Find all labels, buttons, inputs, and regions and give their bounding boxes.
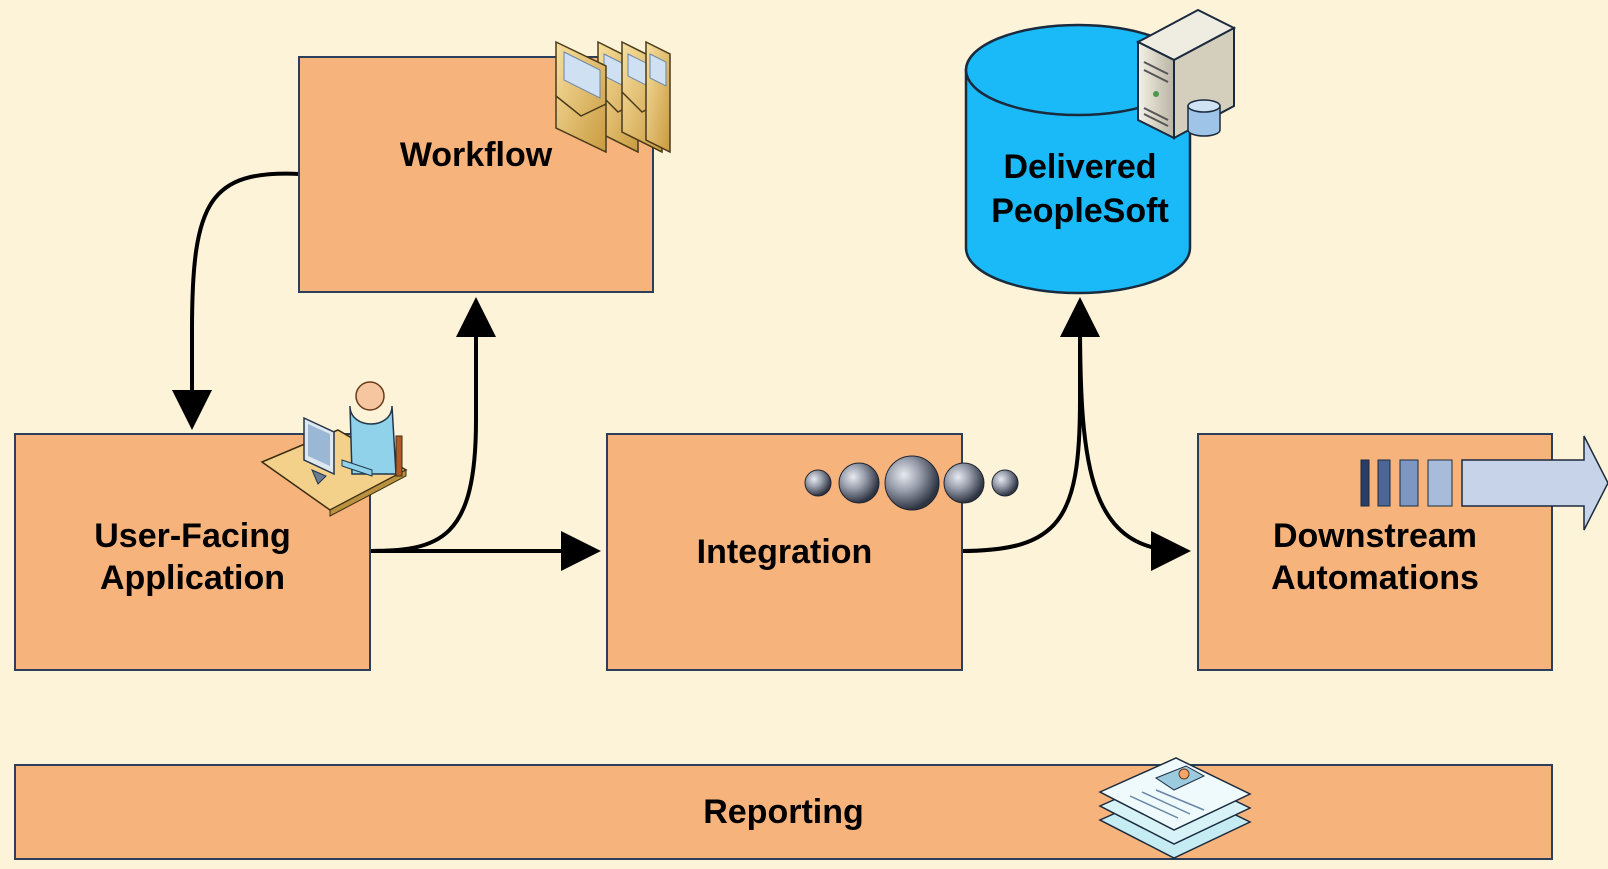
database-cylinder: [964, 23, 1192, 295]
server-icon: [1135, 8, 1237, 140]
user-facing-label-line1: User-Facing: [94, 517, 291, 555]
user-at-computer-icon: [260, 381, 408, 517]
reporting-label: Reporting: [703, 793, 864, 831]
database-label: Delivered PeopleSoft: [955, 145, 1205, 233]
integration-label: Integration: [696, 533, 873, 571]
envelopes-icon: [555, 40, 671, 154]
user-facing-label-line2: Application: [99, 559, 286, 597]
database-label-line1: Delivered: [1003, 148, 1157, 186]
spheres-icon: [804, 455, 1019, 511]
downstream-label-line1: Downstream: [1272, 517, 1478, 555]
queue-arrow-icon: [1360, 435, 1608, 531]
connector-database-to-downstream: [1078, 319, 1191, 571]
connector-integration-to-database: [959, 297, 1100, 553]
downstream-label-line2: Automations: [1271, 559, 1479, 597]
connector-workflow-to-user-facing: [172, 171, 301, 430]
user-facing-label: User-Facing Application: [94, 515, 291, 599]
downstream-label: Downstream Automations: [1271, 515, 1479, 599]
workflow-label: Workflow: [399, 135, 553, 174]
reporting-node: Reporting: [14, 764, 1553, 860]
workflow-node: Workflow: [298, 56, 654, 293]
documents-stack-icon: [1098, 757, 1252, 859]
database-label-line2: PeopleSoft: [991, 192, 1169, 230]
